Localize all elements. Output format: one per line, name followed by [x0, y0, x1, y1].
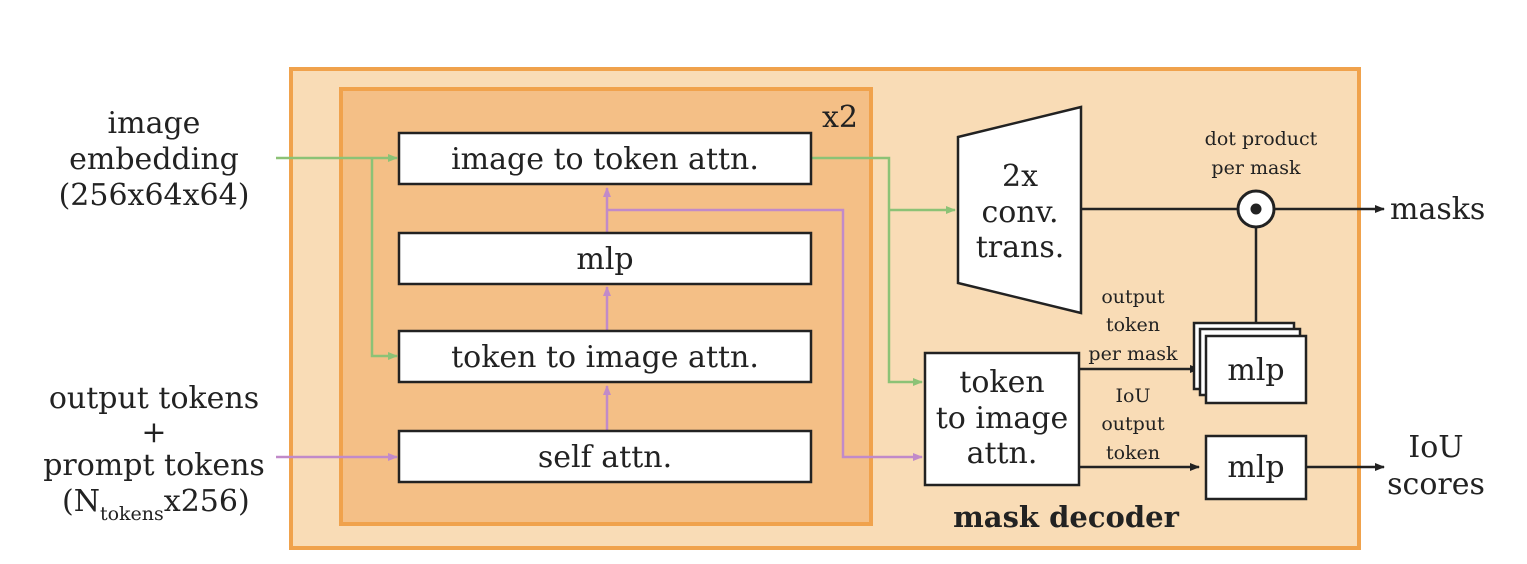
- repeat-label: x2: [822, 100, 858, 135]
- iou-output-token-line2: output: [1101, 413, 1165, 435]
- token-flow: [276, 187, 923, 461]
- image-input-label-line2: embedding: [69, 142, 239, 177]
- iou-output-token-line3: token: [1106, 442, 1160, 464]
- token-to-image-attn-box: [397, 329, 813, 384]
- token-to-image-attn2-box: [923, 351, 1081, 487]
- iou-scores-label-line2: scores: [1387, 467, 1485, 502]
- mlp-stack-front: [1204, 334, 1308, 405]
- conv-trans-label-line2: conv.: [981, 195, 1058, 230]
- mlp-iou-label: mlp: [1227, 450, 1284, 485]
- output-token-per-mask-line3: per mask: [1088, 343, 1178, 365]
- masks-output-label: masks: [1390, 192, 1485, 227]
- tokens-input-label-line1: output tokens: [49, 381, 259, 416]
- dot-product-dot: [1250, 203, 1262, 215]
- token-to-image-attn-label: token to image attn.: [451, 340, 759, 375]
- image-to-token-attn-label: image to token attn.: [451, 142, 759, 177]
- token-to-image-attn2-label-line2: to image: [936, 401, 1069, 436]
- mlp-label: mlp: [576, 242, 633, 277]
- image-input-label-line3: (256x64x64): [59, 178, 250, 213]
- self-attn-box: [397, 429, 813, 484]
- conv-trans-label-line3: trans.: [976, 230, 1065, 265]
- mask-decoder-label: mask decoder: [953, 500, 1179, 534]
- token-to-image-attn2-label-line3: attn.: [967, 436, 1038, 471]
- mlp-stack-label: mlp: [1227, 353, 1284, 388]
- image-to-token-attn-box: [397, 131, 813, 186]
- image-embedding-flow: [276, 154, 956, 386]
- output-flow: [1079, 205, 1385, 471]
- iou-scores-label-line1: IoU: [1408, 430, 1463, 465]
- mlp-box: [397, 231, 813, 286]
- conv-trans-label-line1: 2x: [1002, 159, 1038, 194]
- dot-product-label-line2: per mask: [1211, 157, 1301, 179]
- tokens-input-label-line2: +: [141, 415, 166, 450]
- tokens-input-label-line3: prompt tokens: [43, 448, 265, 483]
- self-attn-label: self attn.: [538, 440, 672, 475]
- output-token-per-mask-line2: token: [1106, 314, 1160, 336]
- output-token-per-mask-line1: output: [1101, 286, 1165, 308]
- tokens-shape-label: (Ntokensx256): [62, 484, 250, 525]
- conv-trans-block: [956, 105, 1083, 315]
- iou-output-token-line1: IoU: [1116, 385, 1151, 407]
- mlp-iou-box: [1204, 434, 1308, 501]
- dot-product-label-line1: dot product: [1205, 128, 1318, 150]
- token-to-image-attn2-label-line1: token: [959, 365, 1044, 400]
- image-input-label-line1: image: [108, 106, 201, 141]
